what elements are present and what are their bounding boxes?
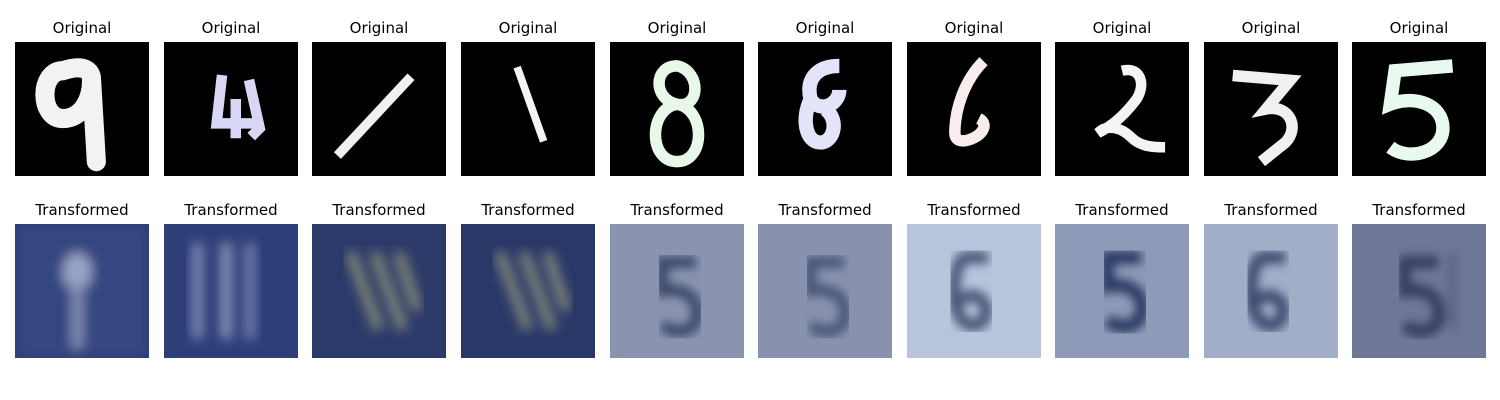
- panel-title: Original: [1092, 19, 1152, 37]
- transformed-image: [907, 224, 1041, 358]
- original-digit-image: [1352, 42, 1486, 176]
- transformed-image: [312, 224, 446, 358]
- panel-title: Original: [944, 19, 1004, 37]
- panel-title: Transformed: [927, 201, 1021, 219]
- original-digit-image: [15, 42, 149, 176]
- panel-title: Transformed: [778, 201, 872, 219]
- original-digit-image: [610, 42, 744, 176]
- panel-title: Transformed: [1372, 201, 1466, 219]
- original-digit-image: [461, 42, 595, 176]
- panel-title: Transformed: [332, 201, 426, 219]
- transformed-image: [1204, 224, 1338, 358]
- original-digit-image: [1055, 42, 1189, 176]
- transformed-image: [1055, 224, 1189, 358]
- panel-title: Original: [647, 19, 707, 37]
- original-digit-image: [312, 42, 446, 176]
- panel-title: Transformed: [481, 201, 575, 219]
- transformed-image: [1352, 224, 1486, 358]
- transformed-image: [164, 224, 298, 358]
- panel-title: Original: [1241, 19, 1301, 37]
- panel-title: Original: [52, 19, 112, 37]
- panel-title: Original: [201, 19, 261, 37]
- panel-title: Transformed: [630, 201, 724, 219]
- panel-title: Transformed: [1075, 201, 1169, 219]
- panel-title: Transformed: [184, 201, 278, 219]
- transformed-image: [758, 224, 892, 358]
- panel-title: Transformed: [1224, 201, 1318, 219]
- panel-title: Original: [795, 19, 855, 37]
- original-digit-image: [907, 42, 1041, 176]
- panel-title: Original: [1389, 19, 1449, 37]
- transformed-image: [610, 224, 744, 358]
- original-digit-image: [1204, 42, 1338, 176]
- panel-title: Transformed: [35, 201, 129, 219]
- original-digit-image: [758, 42, 892, 176]
- original-digit-image: [164, 42, 298, 176]
- transformed-image: [461, 224, 595, 358]
- transformed-image: [15, 224, 149, 358]
- panel-title: Original: [349, 19, 409, 37]
- panel-title: Original: [498, 19, 558, 37]
